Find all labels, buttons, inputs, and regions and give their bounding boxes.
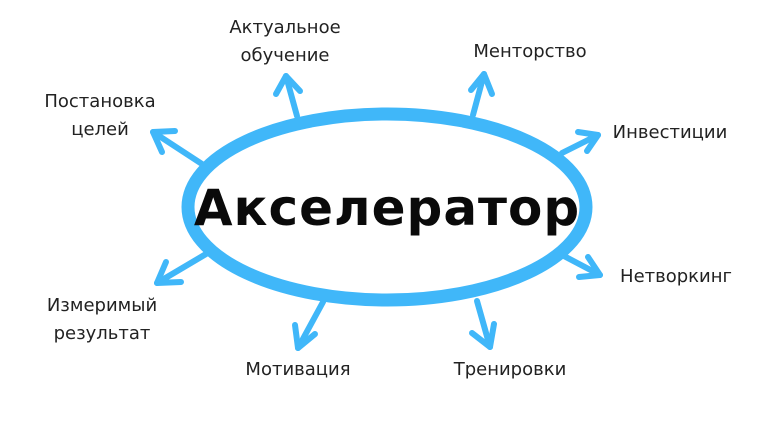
label-networking-text: Нетворкинг (620, 266, 732, 287)
label-learning-line2: обучение (240, 45, 330, 66)
label-mentoring-text: Менторство (473, 41, 587, 62)
label-goals-line2: целей (71, 119, 129, 140)
label-result: Измеримый результат (32, 292, 172, 348)
label-goals: Постановка целей (30, 88, 170, 144)
arrow-learning-icon (273, 73, 303, 119)
label-motivation-text: Мотивация (245, 359, 351, 380)
label-networking: Нетворкинг (606, 263, 746, 291)
label-investments: Инвестиции (600, 119, 740, 147)
label-learning-line1: Актуальное (229, 17, 341, 38)
arrow-mentoring-icon (468, 71, 495, 118)
label-investments-text: Инвестиции (612, 122, 728, 143)
arrow-networking-icon (559, 252, 603, 280)
label-goals-line1: Постановка (44, 91, 156, 112)
label-motivation: Мотивация (228, 356, 368, 384)
center-title: Акселератор (193, 179, 581, 237)
label-trainings-text: Тренировки (453, 359, 567, 380)
label-learning: Актуальное обучение (215, 14, 355, 70)
label-result-line2: результат (53, 323, 151, 344)
arrow-result-icon (154, 251, 209, 286)
arrow-investments-icon (559, 129, 601, 156)
arrow-motivation-icon (292, 299, 326, 351)
label-trainings: Тренировки (440, 356, 580, 384)
arrow-trainings-icon (469, 298, 497, 350)
label-mentoring: Менторство (455, 38, 605, 66)
label-result-line1: Измеримый (46, 295, 158, 316)
arrow-goals-icon (150, 128, 205, 167)
center-ellipse (181, 107, 593, 307)
